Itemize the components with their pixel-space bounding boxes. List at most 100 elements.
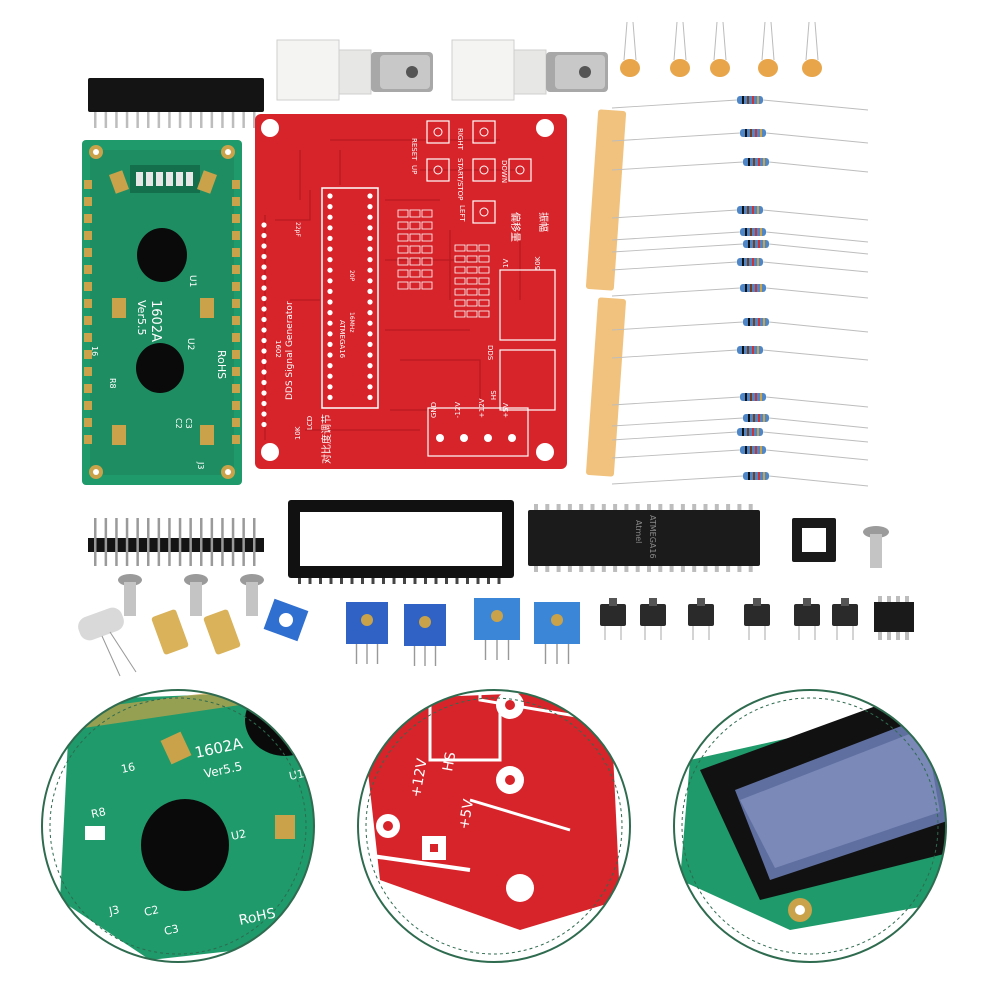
resistor-band <box>745 284 747 292</box>
pcb-pad <box>367 299 373 305</box>
resistor-footprint <box>454 288 466 296</box>
pcb-pad <box>327 394 333 400</box>
resistor-footprint <box>421 209 433 218</box>
chip-pin <box>748 566 753 572</box>
pcb-pad <box>327 225 333 231</box>
resistor-footprint <box>397 281 409 290</box>
pcb-pad <box>367 384 373 390</box>
lcd-rohs-label: RoHS <box>215 350 228 379</box>
resistor-band <box>760 129 762 137</box>
socket-pin <box>361 578 364 584</box>
header-pin <box>242 112 245 128</box>
lcd-edge-pad <box>84 180 92 189</box>
ceramic-capacitor <box>758 59 778 77</box>
resistor-band <box>760 393 762 401</box>
lcd-u1-label: U1 <box>187 275 197 287</box>
chip-pin <box>624 504 629 510</box>
resistor-footprint <box>454 310 466 318</box>
pcb-pad <box>327 373 333 379</box>
trimmer-knob <box>361 614 373 626</box>
bnc-connector-2 <box>451 39 608 101</box>
pcb-pad <box>367 310 373 316</box>
resistor-band <box>763 318 765 326</box>
pcb-trace <box>275 190 311 221</box>
capacitor-lead <box>814 21 819 61</box>
resistor-band <box>748 414 750 422</box>
resistor-band <box>748 472 750 480</box>
resistor-body <box>740 393 766 401</box>
pcb-title-label: DDS Signal Generator <box>285 301 295 400</box>
resistor-band <box>753 318 755 326</box>
tactile-buttons <box>600 598 858 640</box>
trimmer-knob <box>551 614 563 626</box>
resistor-lead <box>611 417 744 427</box>
header-pin <box>189 112 192 128</box>
resistor-lead <box>611 132 741 142</box>
capacitor-lead <box>673 21 678 61</box>
resistor-band <box>753 158 755 166</box>
pcb-pad <box>327 341 333 347</box>
resistor-band <box>752 96 754 104</box>
resistor-footprint <box>421 281 433 290</box>
dip-chip-8 <box>874 596 914 640</box>
capacitor-lead <box>632 21 637 61</box>
pcb-pad <box>261 358 267 365</box>
pcb-pad <box>367 225 373 231</box>
resistor-lead <box>765 231 869 243</box>
resistor-footprint <box>454 299 466 307</box>
chip-pin <box>714 504 719 510</box>
lcd-edge-pad <box>232 197 240 206</box>
resistor-footprint <box>421 245 433 254</box>
tactile-button-body <box>832 604 858 626</box>
pcb-1v-label: 1V <box>502 259 510 268</box>
chip-pin <box>669 504 674 510</box>
chip-pin <box>601 504 606 510</box>
pcb-pad <box>327 331 333 337</box>
socket-pin <box>466 578 469 584</box>
connector-pad <box>484 434 492 442</box>
resistor-band <box>750 228 752 236</box>
screw-shank <box>190 582 202 616</box>
pcb-contrast-label: 对比度调节 <box>320 414 333 464</box>
resistor-band <box>742 206 744 214</box>
chip-pin <box>579 566 584 572</box>
pcb-startstop-label: START/STOP <box>456 158 464 200</box>
resistor-footprint <box>421 221 433 230</box>
zoom1-r8-label: R8 <box>90 805 107 821</box>
lcd-edge-pad <box>84 350 92 359</box>
resistor-lead <box>611 287 741 297</box>
header-pin <box>94 112 97 128</box>
male-pin <box>221 518 224 566</box>
dip-pin <box>905 596 909 602</box>
small-dip-socket <box>792 518 836 562</box>
pcb-pad <box>327 352 333 358</box>
pcb-pad <box>261 243 267 249</box>
resistor-footprint <box>466 244 478 252</box>
male-pin <box>168 518 171 566</box>
pcb-pad <box>327 214 333 220</box>
resistor-footprint <box>409 233 421 242</box>
header-pin <box>136 112 139 128</box>
chip-pin <box>703 504 708 510</box>
resistor-band <box>742 96 744 104</box>
ceramic-capacitor <box>670 59 690 77</box>
lcd-edge-pad <box>232 333 240 342</box>
male-pin <box>178 518 182 566</box>
resistor-lead <box>611 349 738 359</box>
male-pin-header <box>88 518 264 566</box>
resistor-lead <box>765 132 869 144</box>
resistor-footprint <box>478 299 490 307</box>
zoom1-c2-label: C2 <box>143 903 160 919</box>
resistor-footprint <box>478 288 490 296</box>
button-footprint <box>426 120 450 144</box>
male-pin <box>104 518 108 566</box>
female-header-strip <box>88 78 264 128</box>
socket-pin <box>329 578 333 584</box>
pcb-pad <box>367 363 373 369</box>
lcd-edge-pad <box>84 299 92 308</box>
resistor-body <box>737 428 763 436</box>
resistor-band <box>755 446 757 454</box>
resistor-band <box>742 258 744 266</box>
pcb-50k-label: 50K <box>534 256 542 270</box>
pcb-dds-label: DDS <box>486 345 494 361</box>
